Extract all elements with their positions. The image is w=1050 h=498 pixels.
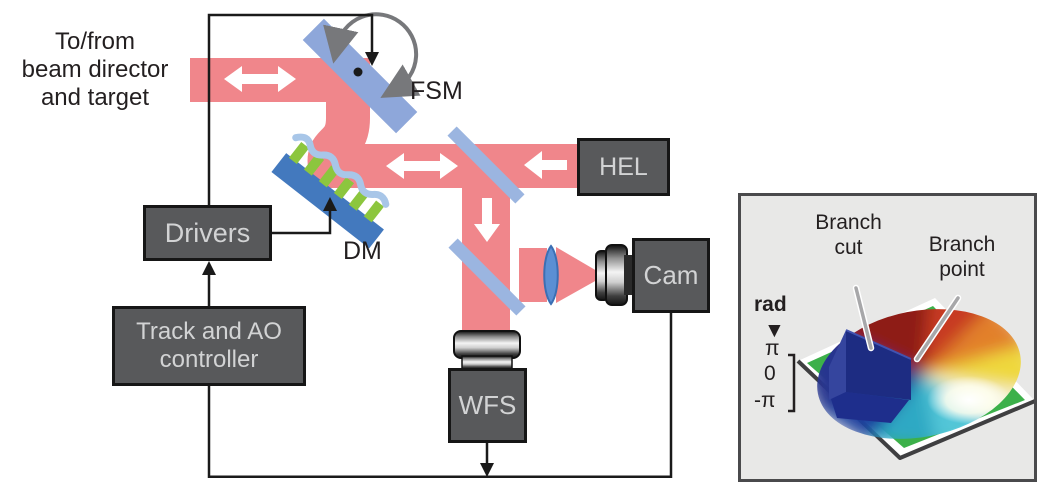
branch-cut-wall-front: [846, 330, 911, 400]
cam-box-label: Cam: [643, 260, 699, 290]
wfs-box: WFS: [448, 368, 527, 443]
phase-plot-graphics: [788, 284, 1034, 460]
branch-cut-annotation: Branch cut: [796, 210, 901, 260]
branch-cut-wall-top-edge: [845, 329, 912, 360]
downward-beam-arrow: [474, 198, 500, 242]
fsm-rotation-arc: [323, 12, 421, 98]
rad-tick-zero: 0: [764, 362, 776, 385]
beam-director-label-line2: beam director: [21, 56, 169, 83]
rad-axis-unit: rad: [754, 293, 787, 316]
hel-output-arrow: [524, 151, 567, 179]
control-arrowheads: [202, 52, 494, 477]
beamsplitter-1: [447, 126, 525, 204]
beam-director-label-line3: and target: [40, 84, 150, 111]
fsm-label: FSM: [410, 77, 463, 105]
focus-lens: [543, 244, 559, 306]
bidirectional-beam-arrow-mid: [386, 153, 458, 179]
branch-cut-line2: cut: [834, 236, 863, 259]
wfs-lens-barrel: [453, 330, 521, 370]
branch-cut-wall-foot: [831, 392, 909, 423]
branch-cut-wall-side: [829, 330, 846, 400]
beam-director-label-line1: To/from: [54, 28, 135, 55]
track-ao-controller-label: Track and AO controller: [136, 318, 282, 374]
track-ao-controller-box: Track and AO controller: [112, 306, 306, 386]
sensor-bus-line: [207, 313, 673, 479]
branch-point-leader: [915, 296, 960, 361]
dm-label: DM: [343, 237, 382, 265]
hel-box: HEL: [577, 138, 670, 196]
dm-assembly: [271, 133, 390, 249]
beam-target-fsm-dm-hel: [190, 58, 580, 188]
fsm-pivot-dot: [353, 67, 363, 77]
beamsplitter-2: [448, 238, 526, 316]
control-lines: [207, 13, 673, 479]
beam-focus-cone: [556, 247, 597, 303]
drivers-to-dm-line: [272, 209, 332, 235]
beam-director-label: To/from beam director and target: [2, 28, 188, 112]
dm-base-bar: [271, 153, 384, 249]
arrowhead-wfs-to-bus: [480, 463, 494, 477]
arrowhead-to-dm: [323, 197, 337, 211]
cam-box: Cam: [632, 238, 710, 313]
rad-axis-bracket: [788, 353, 796, 413]
drivers-box-label: Drivers: [164, 217, 251, 248]
bidirectional-beam-arrow-top: [224, 66, 296, 92]
wfs-box-label: WFS: [458, 390, 517, 420]
hel-box-label: HEL: [599, 152, 648, 181]
controller-label-line1: Track and AO: [136, 318, 282, 345]
branch-point-annotation: Branch point: [907, 232, 1017, 282]
cam-lens-barrel: [595, 244, 634, 306]
drivers-box: Drivers: [143, 205, 272, 261]
rad-axis-arrow-icon: ▼: [764, 319, 785, 342]
arrowhead-to-fsm: [365, 52, 379, 66]
arrowhead-to-drivers: [202, 261, 216, 275]
dm-facesheet: [292, 133, 390, 208]
annotation-leaders: [852, 284, 962, 363]
branch-point-line1: Branch: [928, 233, 996, 256]
drivers-to-fsm-line: [207, 13, 374, 205]
branch-point-line2: point: [939, 258, 985, 281]
controller-label-line2: controller: [159, 346, 259, 373]
rad-tick-pi: π: [765, 337, 780, 360]
phase-plot-inset: Branch cut Branch point rad ▼ π 0 -π: [738, 193, 1037, 482]
branch-cut-line1: Branch: [815, 211, 882, 234]
rad-tick-minus-pi: -π: [754, 389, 776, 412]
branch-cut-leader: [854, 286, 873, 350]
